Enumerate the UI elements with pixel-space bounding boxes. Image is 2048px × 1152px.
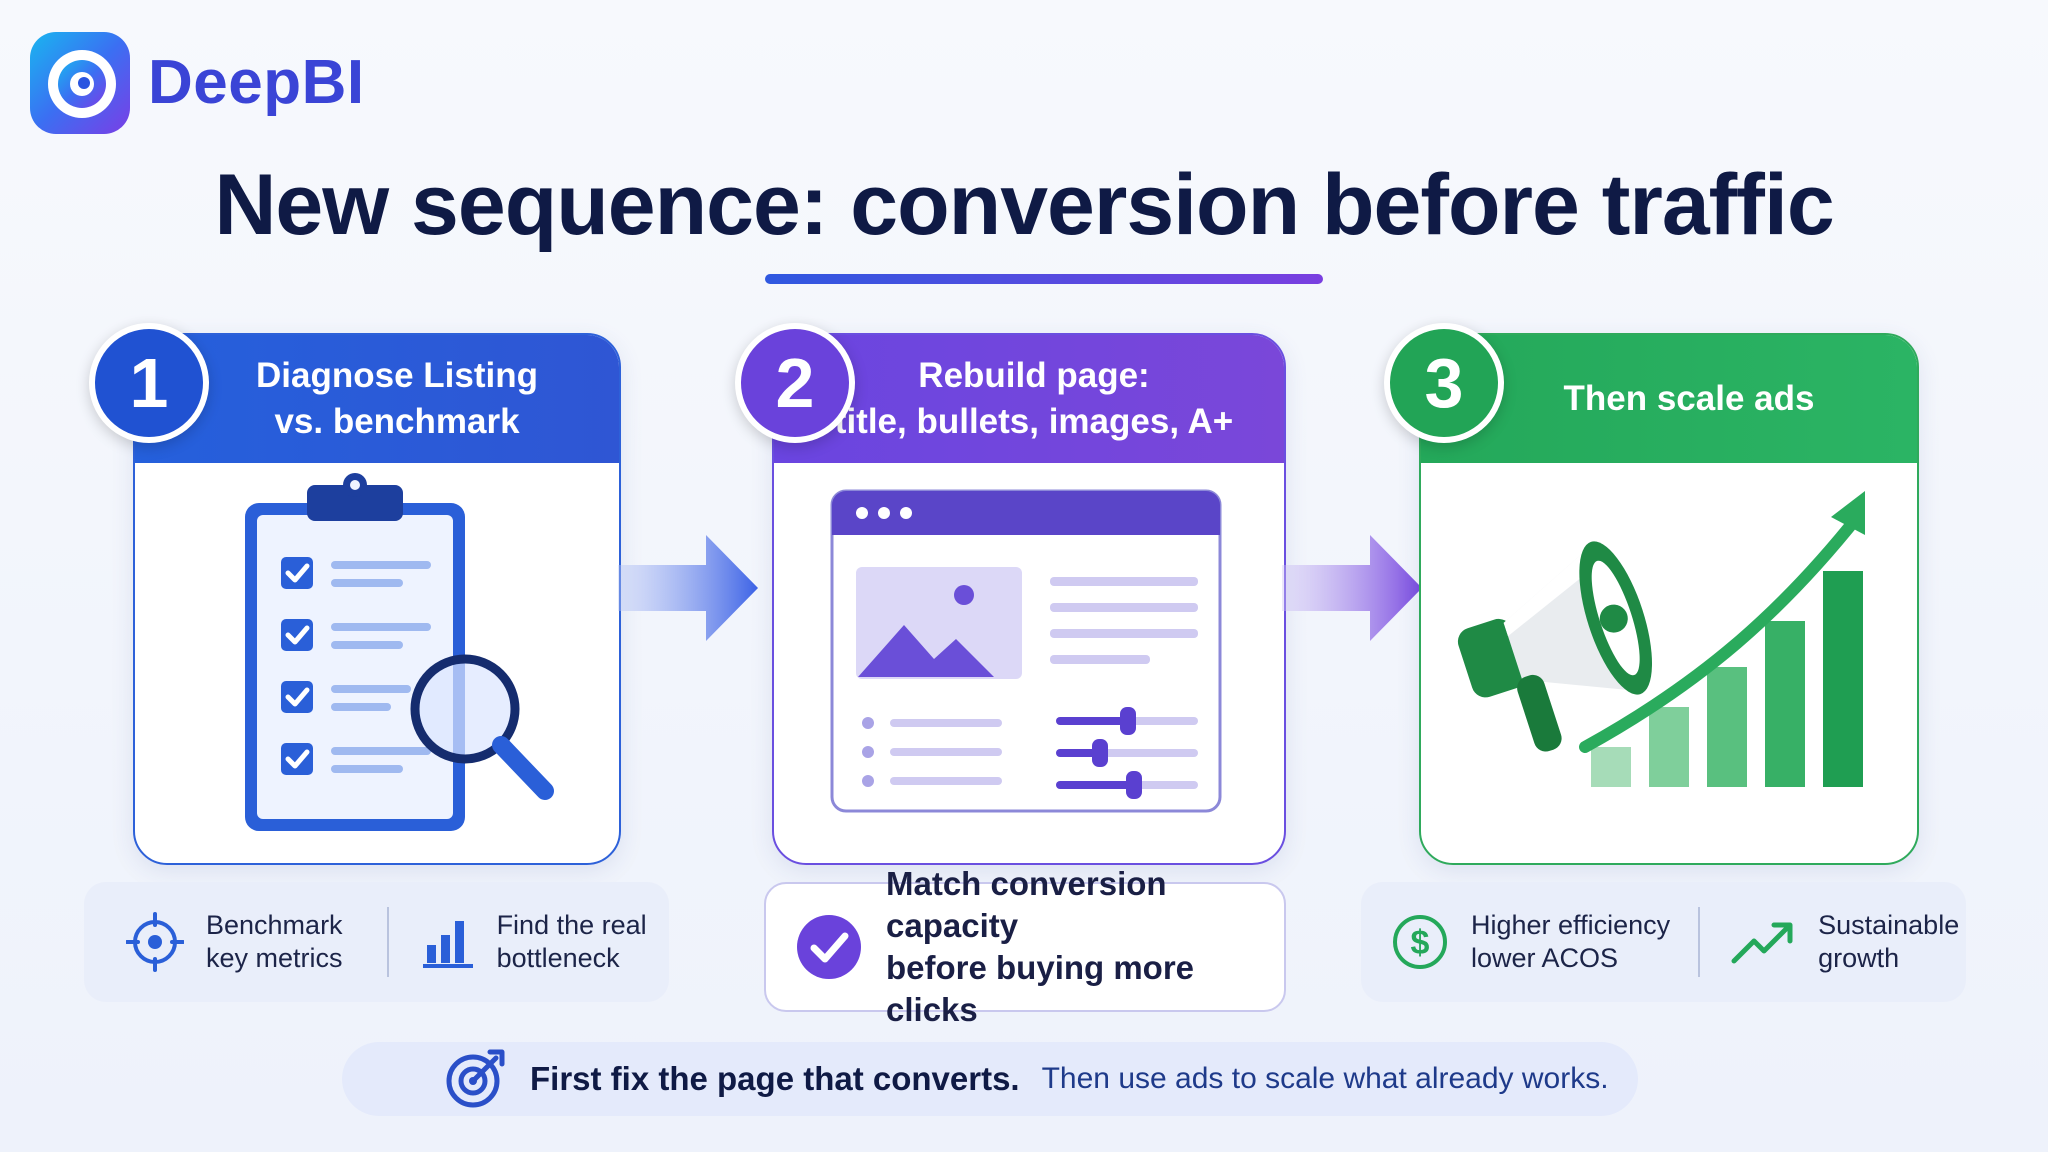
page-title: New sequence: conversion before traffic — [214, 157, 1834, 253]
benefit-item: Sustainable growth — [1730, 909, 1959, 975]
benefit-item: Find the real bottleneck — [422, 909, 647, 975]
benefit-line2: bottleneck — [496, 943, 620, 973]
summary-bold-text: First fix the page that converts. — [530, 1060, 1020, 1097]
benefit-item: Benchmark key metrics — [126, 909, 343, 975]
step-title-line1: Then scale ads — [1563, 379, 1815, 418]
step-card-header: Then scale ads — [1421, 335, 1917, 463]
step-title-line1: Diagnose Listing — [256, 356, 538, 395]
title-underline — [765, 274, 1323, 284]
key-principle-panel: Match conversion capacity before buying … — [764, 865, 1286, 1028]
megaphone-growth-chart-icon — [1457, 491, 1865, 787]
step-title-line1: Rebuild page: — [918, 356, 1150, 395]
check-circle-icon — [797, 915, 861, 979]
summary-text: Then use ads to scale what already works… — [1041, 1062, 1609, 1095]
benefit-panel-diagnose: Benchmark key metrics Find the real bott… — [84, 882, 669, 1002]
principle-line1: Match conversion capacity — [886, 865, 1167, 944]
arrow-right-icon — [618, 535, 758, 641]
svg-text:$: $ — [1411, 924, 1430, 962]
benefit-panel-scale: $ Higher efficiency lower ACOS Sustainab… — [1361, 882, 1966, 1002]
benefit-line1: Sustainable — [1818, 910, 1960, 940]
clipboard-magnifier-icon — [245, 473, 554, 831]
target-arrow-icon — [446, 1049, 505, 1108]
benefit-line2: key metrics — [206, 943, 343, 973]
benefit-line1: Find the real — [496, 910, 647, 940]
step-title-line2: title, bullets, images, A+ — [834, 402, 1234, 441]
step-card-rebuild: Rebuild page: title, bullets, images, A+ — [772, 333, 1286, 865]
bar-chart-icon — [422, 921, 473, 968]
trend-up-icon — [1731, 922, 1793, 964]
principle-line2: before buying more clicks — [886, 949, 1195, 1028]
benefit-line2: growth — [1818, 943, 1900, 973]
target-crosshair-icon — [126, 912, 184, 972]
step-title-line2: vs. benchmark — [274, 402, 520, 441]
step-card-diagnose: Diagnose Listing vs. benchmark — [133, 333, 621, 865]
deepbi-logo-icon — [30, 32, 130, 134]
step-number-badge: 1 — [89, 323, 209, 443]
arrow-right-icon — [1282, 535, 1422, 641]
step-card-header: Rebuild page: title, bullets, images, A+ — [774, 335, 1284, 463]
dollar-circle-icon: $ — [1393, 915, 1447, 969]
step-number-badge: 3 — [1384, 323, 1504, 443]
benefit-line2: lower ACOS — [1471, 943, 1619, 973]
divider — [1698, 907, 1701, 977]
divider — [386, 907, 389, 977]
step-card-header: Diagnose Listing vs. benchmark — [135, 335, 619, 463]
summary-banner: First fix the page that converts. Then u… — [342, 1042, 1638, 1116]
step-card-scale: Then scale ads — [1419, 333, 1919, 865]
benefit-line1: Benchmark — [206, 910, 343, 940]
step-number-badge: 2 — [735, 323, 855, 443]
brand-name: DeepBI — [148, 48, 365, 117]
benefit-line1: Higher efficiency — [1471, 910, 1671, 940]
web-page-editor-icon — [830, 489, 1222, 813]
benefit-item: $ Higher efficiency lower ACOS — [1391, 909, 1670, 975]
